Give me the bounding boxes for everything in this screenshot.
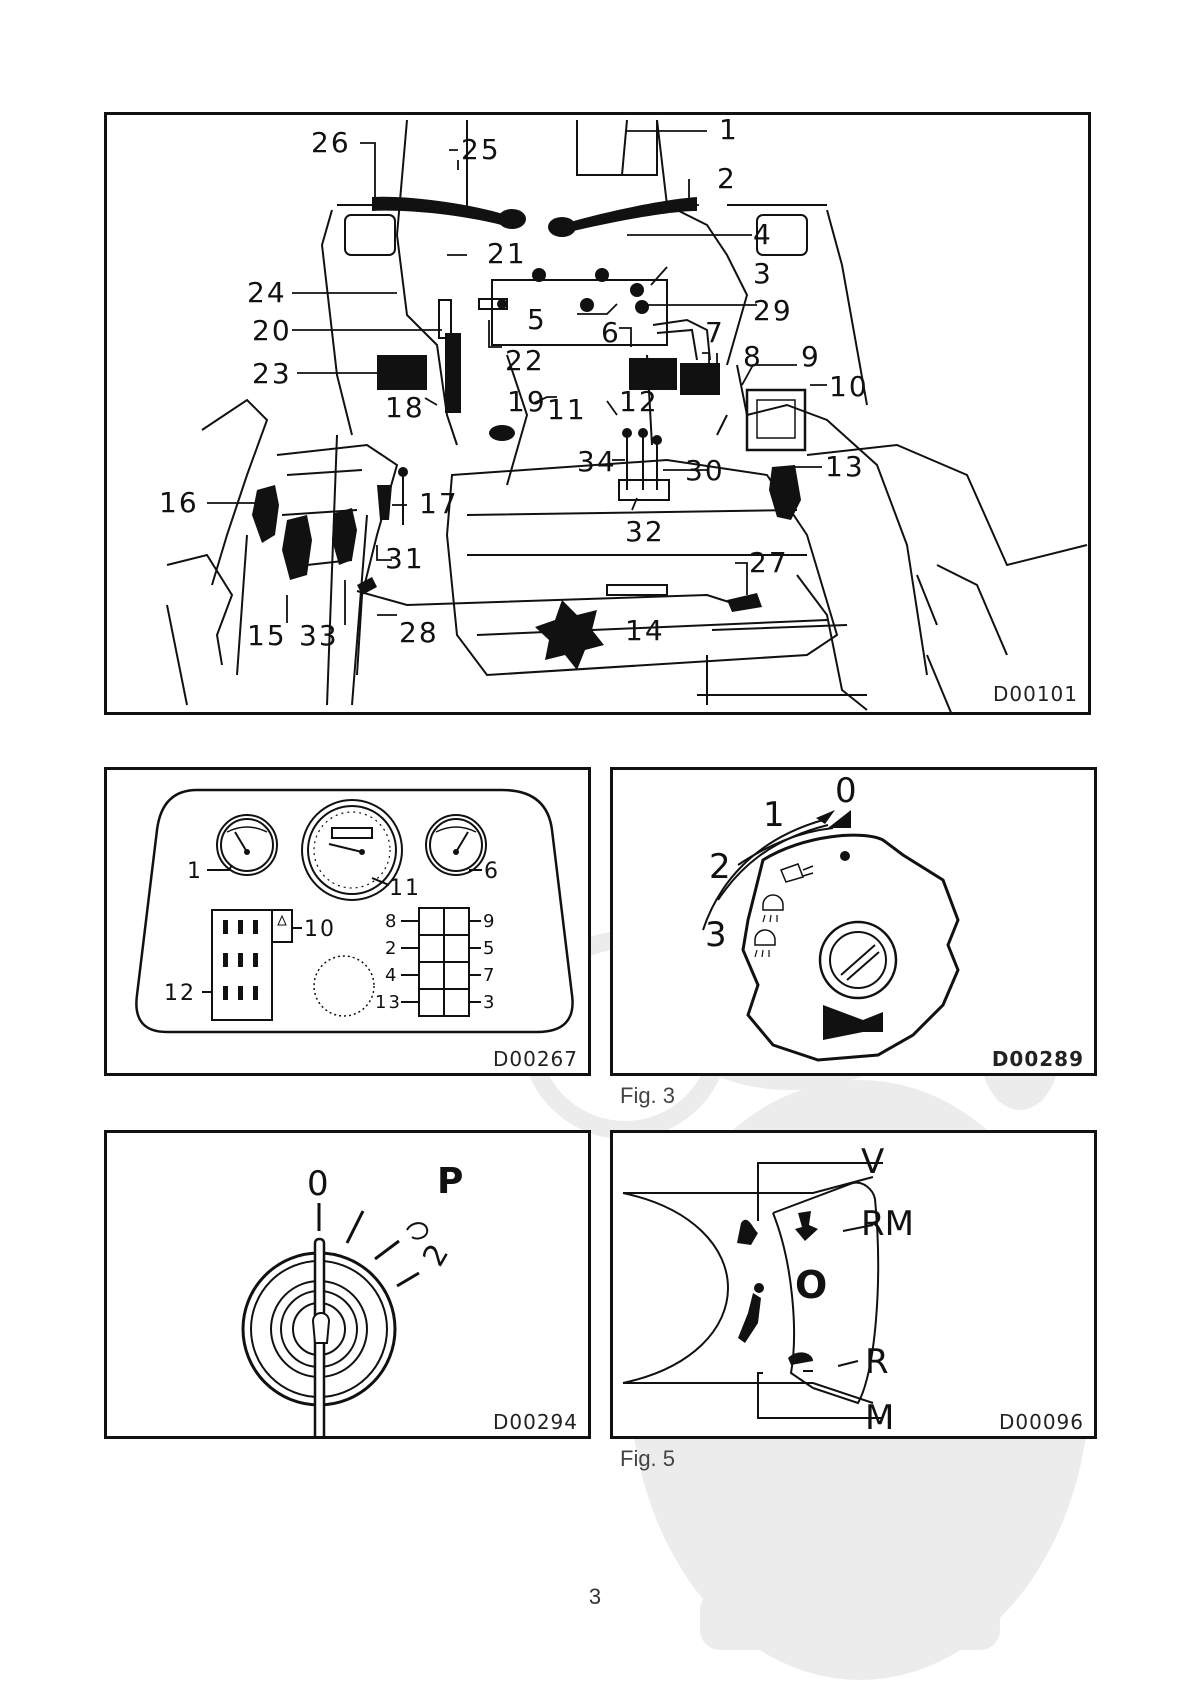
fig1-callout-11: 11 bbox=[547, 393, 587, 426]
fig2-callout-3: 3 bbox=[483, 992, 496, 1013]
fig1-callout-15: 15 bbox=[247, 619, 287, 652]
fig2-drawing-code: D00267 bbox=[493, 1047, 578, 1071]
fig3-light-switch: 0 1 2 3 D00289 bbox=[610, 767, 1097, 1076]
fig3-position-0: 0 bbox=[835, 771, 857, 811]
fig1-callout-1: 1 bbox=[719, 115, 739, 146]
fig1-callout-12: 12 bbox=[619, 385, 659, 418]
page-number: 3 bbox=[0, 1584, 1190, 1610]
fig1-callout-10: 10 bbox=[829, 370, 869, 403]
fig2-callout-4: 4 bbox=[385, 965, 398, 986]
fig2-callout-9: 9 bbox=[483, 911, 496, 932]
gear-selector-drawing: V RM R M O bbox=[613, 1133, 1094, 1436]
fig4-position-0: 0 bbox=[307, 1164, 329, 1204]
fig1-callout-30: 30 bbox=[685, 454, 725, 487]
light-switch-drawing: 0 1 2 3 bbox=[613, 770, 1094, 1073]
fig1-callout-16: 16 bbox=[159, 486, 199, 519]
fig5-label-rm: RM bbox=[861, 1204, 914, 1244]
fig4-position-p: P bbox=[437, 1161, 463, 1202]
ignition-switch-drawing: 0 P 2 bbox=[107, 1133, 588, 1436]
fig3-position-2: 2 bbox=[709, 847, 731, 887]
fig2-instrument-panel: 1 11 6 10 12 8 9 2 5 4 7 13 3 D00267 bbox=[104, 767, 591, 1076]
fig1-drawing-code: D00101 bbox=[993, 682, 1078, 706]
fig1-cab-controls: 1 2 3 4 5 6 7 8 9 10 11 12 13 14 15 16 1… bbox=[104, 112, 1091, 715]
fig1-callout-22: 22 bbox=[505, 344, 545, 377]
fig1-callout-14: 14 bbox=[625, 614, 665, 647]
fig5-gear-selector: V RM R M O D00096 bbox=[610, 1130, 1097, 1439]
fig3-position-3: 3 bbox=[705, 915, 727, 955]
fig2-callout-1: 1 bbox=[187, 859, 203, 884]
fig4-ignition-switch: 0 P 2 D00294 bbox=[104, 1130, 591, 1439]
instrument-panel-drawing: 1 11 6 10 12 8 9 2 5 4 7 13 3 bbox=[107, 770, 588, 1073]
fig1-callout-18: 18 bbox=[385, 391, 425, 424]
fig1-callout-8: 8 bbox=[743, 340, 763, 373]
fig3-caption: Fig. 3 bbox=[620, 1083, 675, 1109]
fig1-callout-27: 27 bbox=[749, 546, 789, 579]
fig1-callout-20: 20 bbox=[252, 314, 292, 347]
fig2-callout-6: 6 bbox=[484, 859, 500, 884]
fig1-callout-34: 34 bbox=[577, 445, 617, 478]
fig1-callout-31: 31 bbox=[385, 542, 425, 575]
fig1-callout-9: 9 bbox=[801, 340, 821, 373]
fig5-caption: Fig. 5 bbox=[620, 1446, 675, 1472]
fig2-callout-2: 2 bbox=[385, 938, 398, 959]
fig1-callout-28: 28 bbox=[399, 616, 439, 649]
fig2-callout-7: 7 bbox=[483, 965, 496, 986]
fig1-callout-23: 23 bbox=[252, 357, 292, 390]
fig4-drawing-code: D00294 bbox=[493, 1410, 578, 1434]
fig1-callout-2: 2 bbox=[717, 162, 737, 195]
fig2-callout-11: 11 bbox=[389, 876, 421, 901]
fig1-callout-4: 4 bbox=[753, 218, 773, 251]
fig1-callout-29: 29 bbox=[753, 294, 793, 327]
fig1-callout-32: 32 bbox=[625, 515, 665, 548]
fig1-callout-24: 24 bbox=[247, 276, 287, 309]
fig1-callout-6: 6 bbox=[601, 316, 621, 349]
fig2-callout-10: 10 bbox=[304, 917, 336, 942]
fig1-callout-5: 5 bbox=[527, 303, 547, 336]
fig1-callout-7: 7 bbox=[705, 316, 725, 349]
fig1-callout-17: 17 bbox=[419, 487, 459, 520]
fig1-callout-33: 33 bbox=[299, 619, 339, 652]
fig4-position-2: 2 bbox=[416, 1238, 456, 1272]
fig5-label-v: V bbox=[861, 1142, 884, 1182]
fig1-callout-21: 21 bbox=[487, 237, 527, 270]
fig5-label-m: M bbox=[865, 1398, 894, 1436]
fig2-callout-12: 12 bbox=[164, 981, 196, 1006]
fig1-callout-13: 13 bbox=[825, 450, 865, 483]
fig1-callout-3: 3 bbox=[753, 257, 773, 290]
fig2-callout-5: 5 bbox=[483, 938, 496, 959]
fig2-callout-8: 8 bbox=[385, 911, 398, 932]
fig5-label-r: R bbox=[865, 1342, 889, 1382]
fig5-label-o: O bbox=[795, 1263, 827, 1307]
fig1-callout-25: 25 bbox=[461, 133, 501, 166]
fig1-callout-26: 26 bbox=[311, 126, 351, 159]
fig2-callout-13: 13 bbox=[375, 992, 402, 1013]
fig5-drawing-code: D00096 bbox=[999, 1410, 1084, 1434]
cab-controls-drawing: 1 2 3 4 5 6 7 8 9 10 11 12 13 14 15 16 1… bbox=[107, 115, 1088, 712]
fig3-position-1: 1 bbox=[763, 795, 785, 835]
fig1-callout-19: 19 bbox=[507, 385, 547, 418]
fig3-drawing-code: D00289 bbox=[992, 1047, 1084, 1071]
